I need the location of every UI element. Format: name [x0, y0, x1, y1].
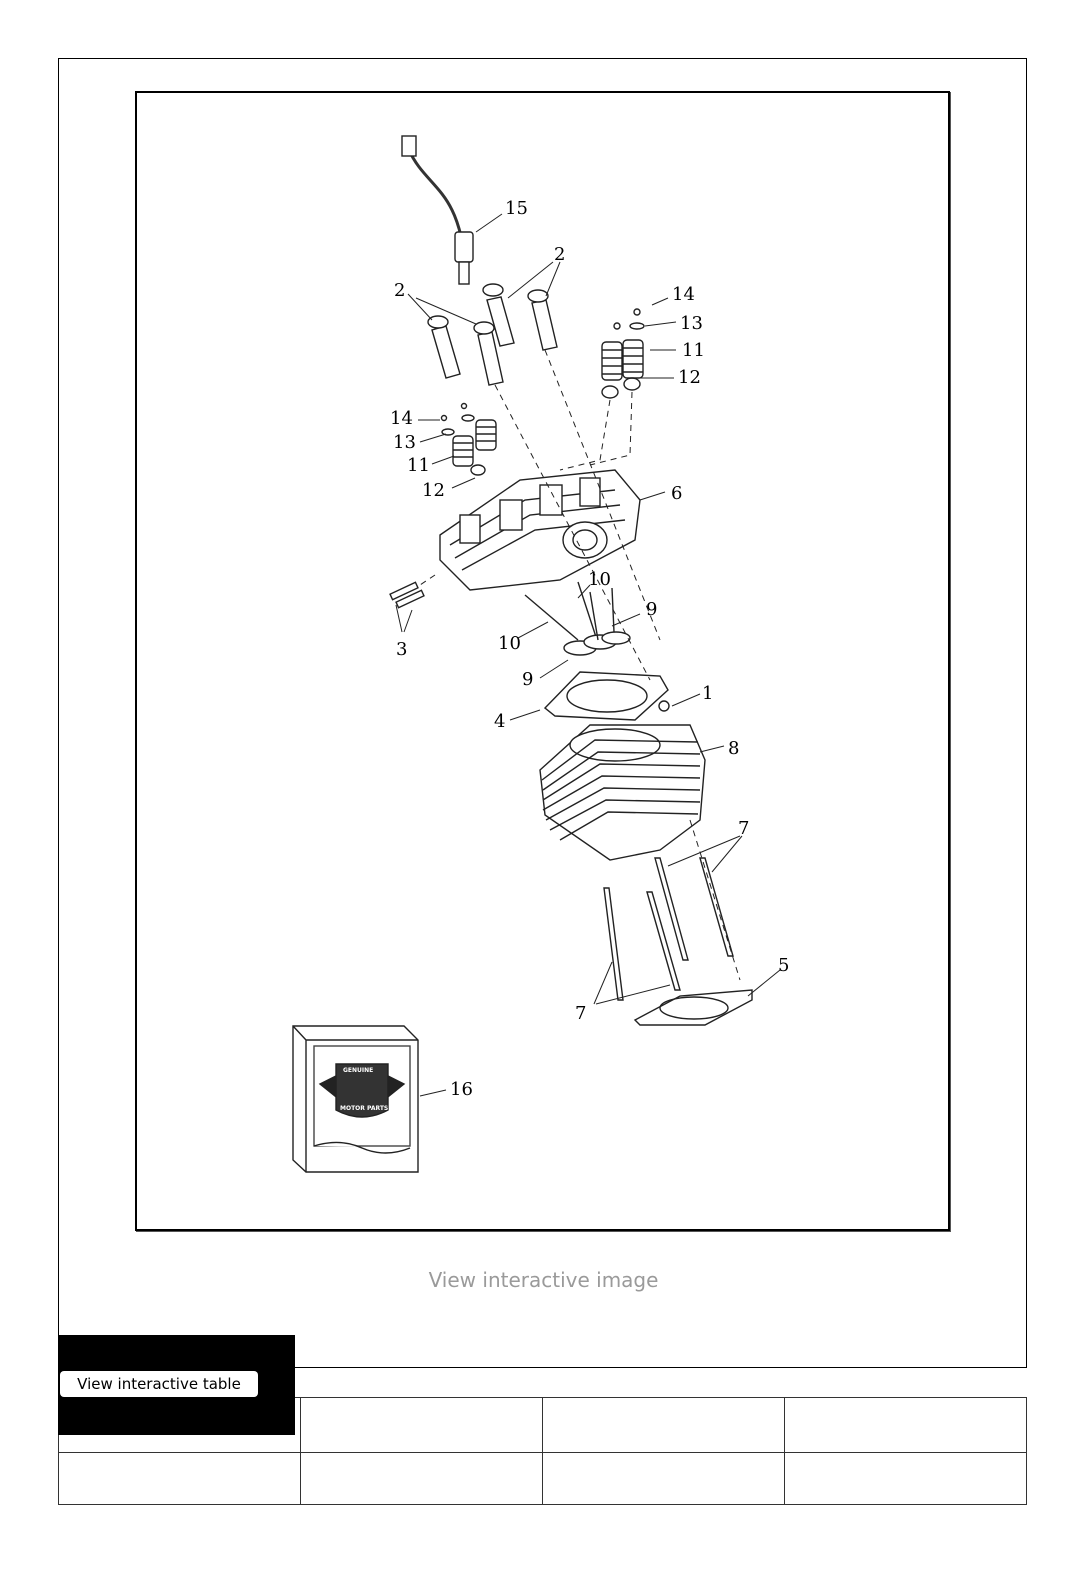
callout-3: 3: [396, 639, 407, 660]
callout-4: 4: [494, 711, 505, 732]
content-frame: [58, 58, 1027, 1368]
callout-15: 15: [505, 198, 528, 219]
callout-8: 8: [728, 738, 739, 759]
callout-10: 10: [588, 569, 611, 590]
sensor-part: [401, 135, 474, 285]
table-cell: [300, 1397, 543, 1453]
callout-12: 12: [422, 480, 445, 501]
callout-1: 1: [702, 683, 713, 704]
callout-14: 14: [390, 408, 413, 429]
callout-11: 11: [407, 455, 430, 476]
callout-14: 14: [672, 284, 695, 305]
logo-top-text: GENUINE: [343, 1067, 373, 1074]
cylinder-studs: [603, 857, 734, 1001]
cylinder-head: [439, 469, 641, 591]
callout-13: 13: [393, 432, 416, 453]
view-interactive-image-link[interactable]: View interactive image: [428, 1268, 659, 1292]
callout-13: 13: [680, 313, 703, 334]
parts-catalog-manual: [292, 1025, 419, 1173]
callout-labels: 15 2 2 14 13 11 12 14 13 11 12 6 10 9 10…: [340, 198, 789, 1112]
callout-9: 9: [646, 599, 657, 620]
dowel-pins: [389, 581, 425, 609]
callout-9: 9: [522, 669, 533, 690]
head-gasket: [543, 671, 669, 721]
callout-2: 2: [554, 244, 565, 265]
callout-16: 16: [450, 1079, 473, 1100]
logo-bottom-text: MOTOR PARTS: [340, 1105, 388, 1112]
table-cell: [542, 1452, 785, 1505]
callout-7: 7: [738, 818, 749, 839]
parts-table: [58, 1397, 1027, 1505]
callout-11: 11: [682, 340, 705, 361]
table-row: [58, 1452, 1027, 1505]
table-cell: [58, 1452, 301, 1505]
callout-7: 7: [575, 1003, 586, 1024]
table-cell: [784, 1397, 1027, 1453]
view-interactive-table-button[interactable]: View interactive table: [60, 1371, 258, 1397]
valve-springs-right: [601, 308, 645, 399]
callout-12: 12: [678, 367, 701, 388]
callout-2: 2: [394, 280, 405, 301]
pushrod-tubes: [427, 283, 558, 386]
callout-10: 10: [498, 633, 521, 654]
callout-5: 5: [778, 955, 789, 976]
parts-diagram-frame: [135, 91, 950, 1231]
alignment-lines: [419, 349, 741, 981]
callout-6: 6: [671, 483, 682, 504]
leader-lines: [395, 213, 781, 1097]
table-cell: [300, 1452, 543, 1505]
valves: [524, 581, 631, 656]
cylinder: [539, 700, 706, 861]
base-gasket: [633, 989, 753, 1026]
valve-springs-left: [440, 402, 497, 476]
table-cell: [542, 1397, 785, 1453]
table-cell: [784, 1452, 1027, 1505]
